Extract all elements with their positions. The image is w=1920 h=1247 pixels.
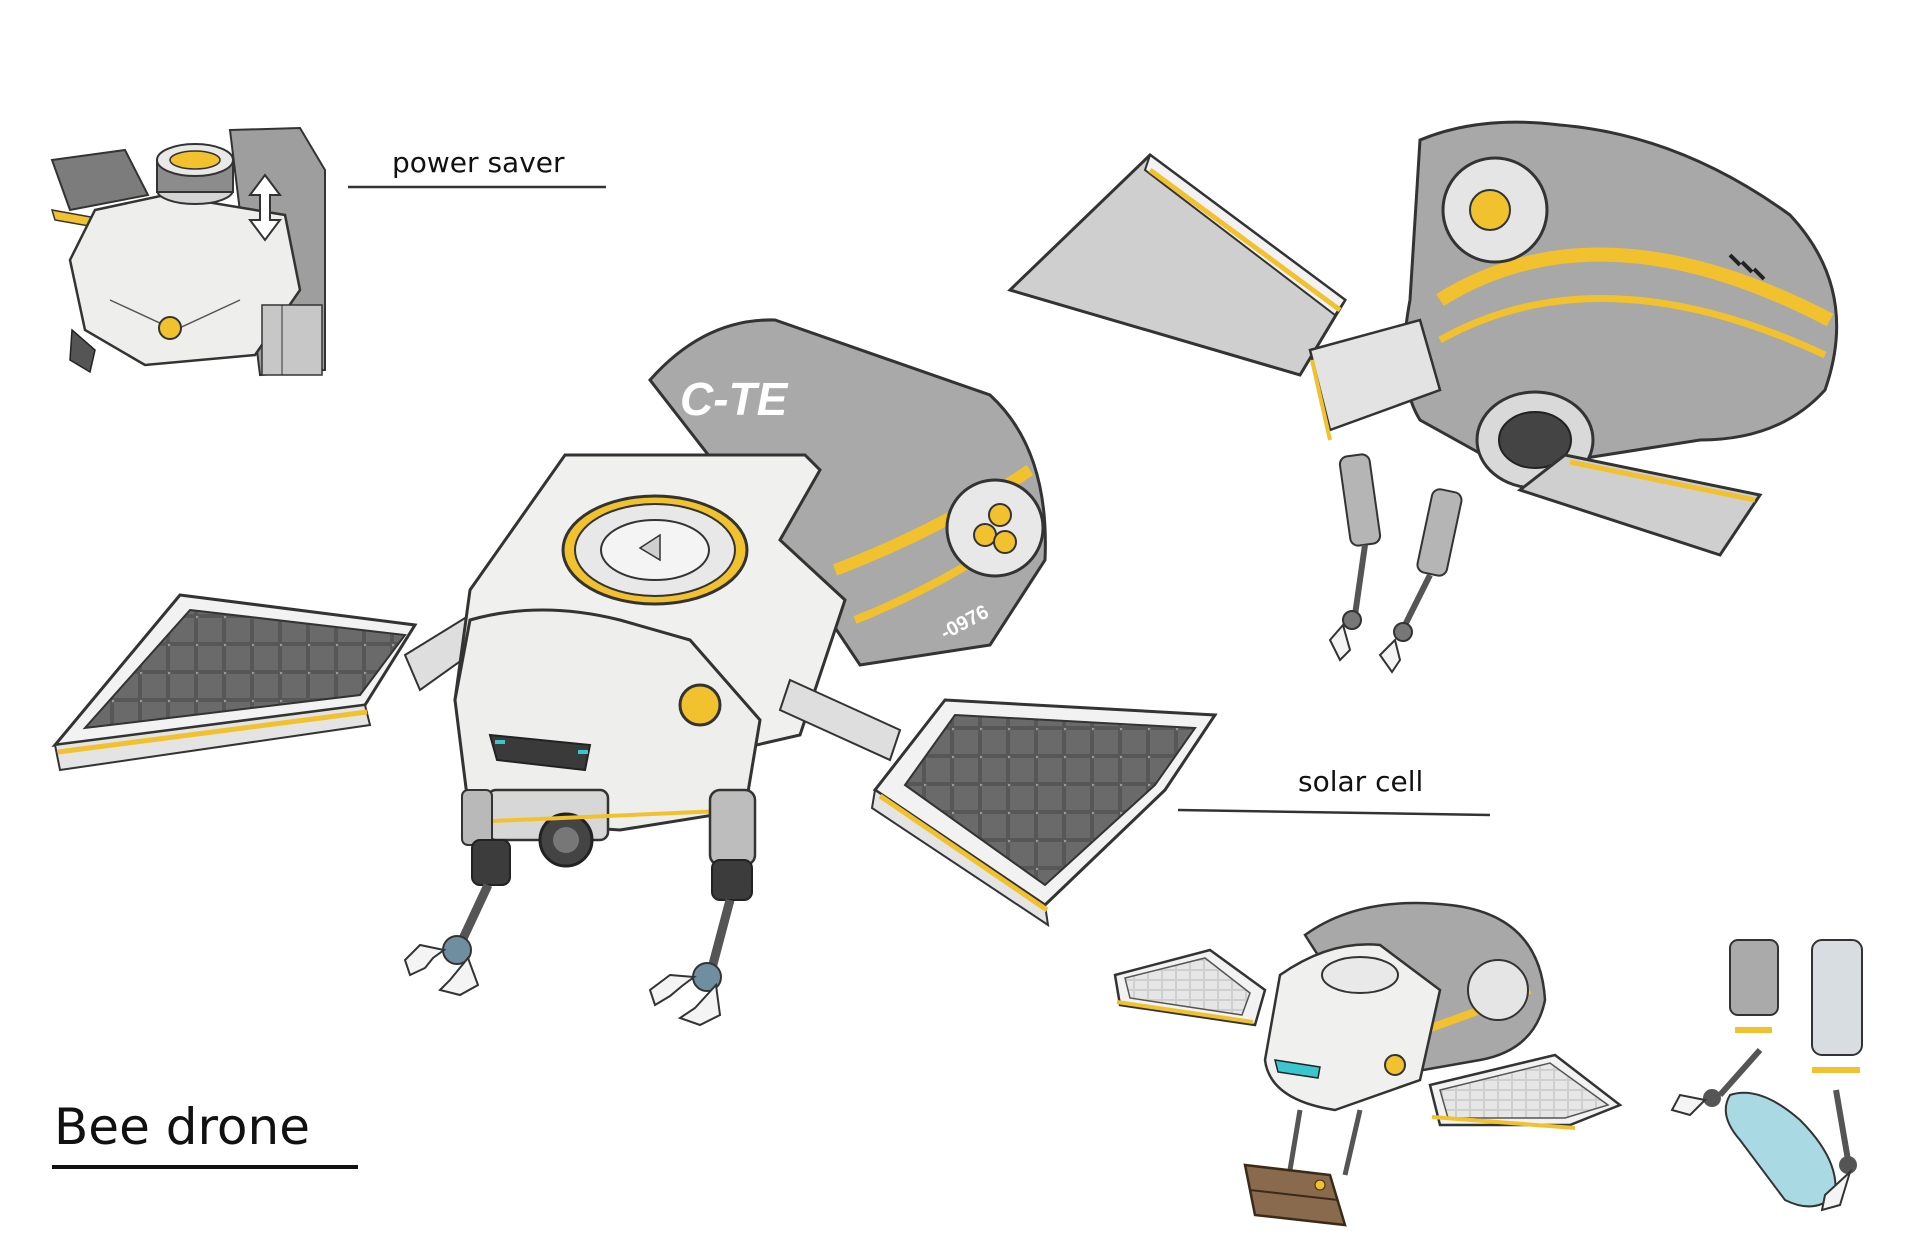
solar-cell-leader-line	[1177, 808, 1491, 817]
solar-cell-label: solar cell	[1298, 765, 1424, 798]
drone-logo: C-TE	[680, 373, 789, 425]
power-saver-inset	[50, 126, 326, 377]
underside-view-drone	[1007, 120, 1839, 674]
main-drone: C-TE -0976	[51, 318, 1218, 1027]
sheet-title: Bee drone	[54, 1098, 310, 1156]
carrying-drone	[1113, 901, 1623, 1227]
power-saver-label: power saver	[392, 146, 565, 179]
claw-bottle-detail	[1670, 939, 1863, 1212]
title-underline	[52, 1165, 358, 1169]
